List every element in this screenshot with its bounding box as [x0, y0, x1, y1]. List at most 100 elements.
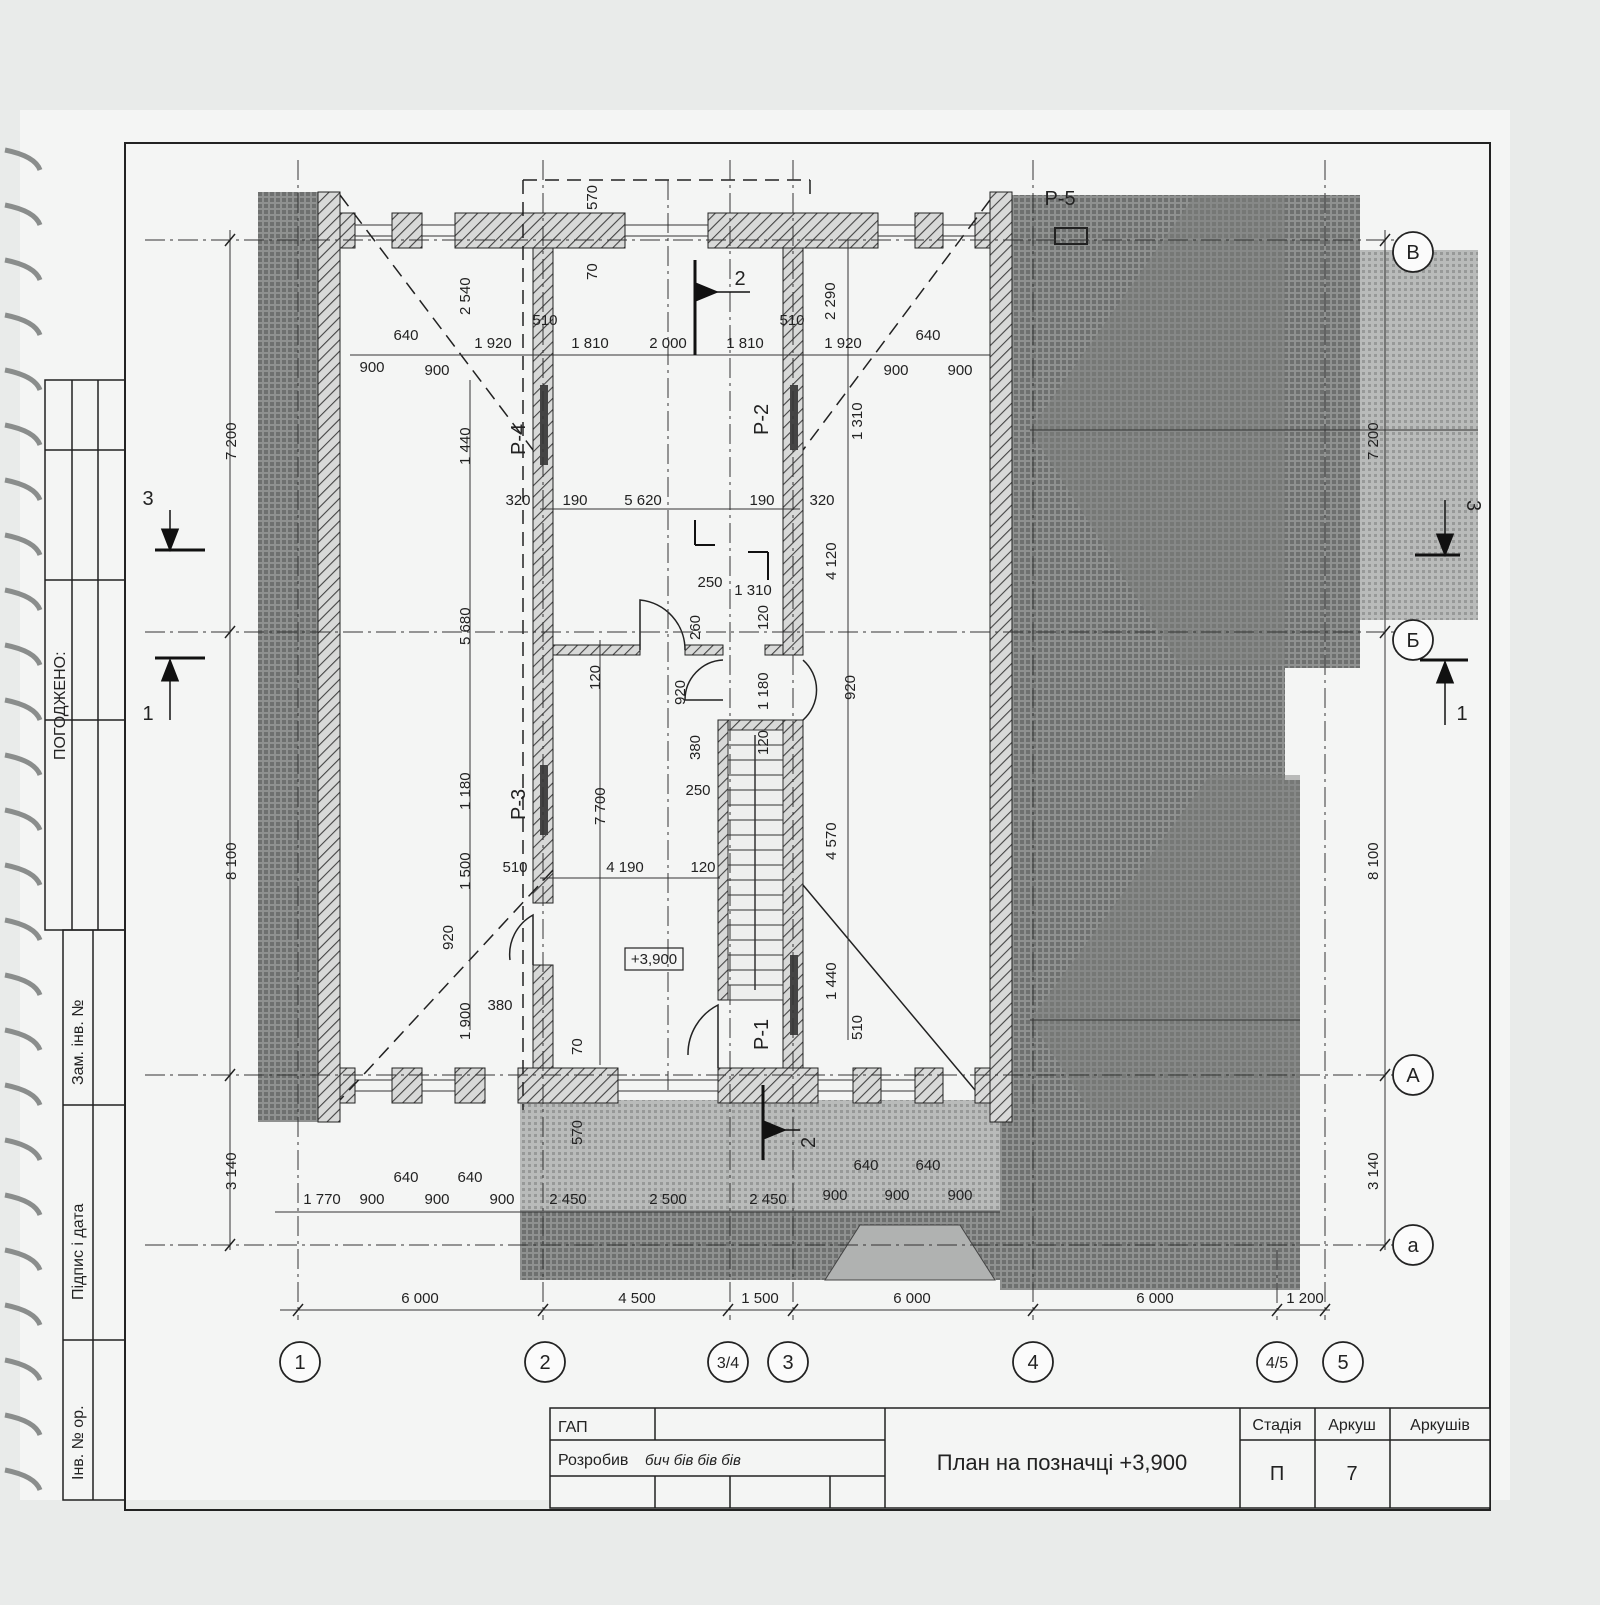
- roof-slope-lines: [339, 179, 991, 1110]
- dim-bottom-win-10: 640: [853, 1157, 878, 1174]
- dim-left-axes-1: 8 100: [223, 842, 240, 880]
- room-label-p3: Р-3: [508, 789, 530, 820]
- dim-bottom-axes-4: 6 000: [1136, 1290, 1174, 1307]
- section-label-1-right: 1: [1456, 703, 1467, 725]
- dim-inner-left-1: 5 680: [457, 607, 474, 645]
- dim-inner-right-4: 510: [849, 1015, 866, 1040]
- dim-inner-left-5: 1 900: [457, 1002, 474, 1040]
- dim-bottom-win-4: 640: [457, 1169, 482, 1186]
- title-block-sheet-value: 7: [1346, 1463, 1357, 1485]
- sheet-title: План на позначці +3,900: [937, 1450, 1188, 1475]
- dim-top-small-2: 2 540: [457, 277, 474, 315]
- left-facade-strip: [258, 192, 320, 1122]
- spiral-binding: [4, 147, 43, 1492]
- dim-inner-mid-21: 70: [569, 1038, 586, 1055]
- dim-top-win-8: 510: [779, 312, 804, 329]
- axis-label-3: 3: [782, 1352, 793, 1374]
- room-label-p2: Р-2: [751, 404, 773, 435]
- dim-left-axes-2: 3 140: [223, 1152, 240, 1190]
- dim-bottom-win-11: 900: [884, 1187, 909, 1204]
- dim-inner-mid-20: 380: [487, 997, 512, 1014]
- dim-top-small-3: 2 290: [822, 282, 839, 320]
- dim-right-axes-0: 7 200: [1365, 422, 1382, 460]
- title-block-sheet-header: Аркуш: [1328, 1417, 1376, 1434]
- dim-top-win-2: 900: [424, 362, 449, 379]
- window-glazing: [355, 224, 975, 1092]
- dim-inner-mid-6: 1 310: [734, 582, 772, 599]
- dim-bottom-win-2: 640: [393, 1169, 418, 1186]
- dim-right-axes-1: 8 100: [1365, 842, 1382, 880]
- side-stamp: [44, 379, 126, 1501]
- dimension-lines: [229, 230, 1386, 1311]
- dim-inner-mid-2: 5 620: [624, 492, 662, 509]
- dim-top-win-7: 1 810: [726, 335, 764, 352]
- dim-bottom-axes-0: 6 000: [401, 1290, 439, 1307]
- dim-inner-mid-8: 120: [755, 605, 772, 630]
- dim-inner-mid-16: 7 700: [592, 787, 609, 825]
- dim-top-win-12: 900: [947, 362, 972, 379]
- dim-bottom-axes-2: 1 500: [741, 1290, 779, 1307]
- dimension-ticks: [224, 233, 1391, 1317]
- section-label-2-top: 2: [734, 268, 745, 290]
- title-block-signatures: бич бів бів бів: [645, 1452, 741, 1469]
- stair: [727, 729, 784, 1001]
- section-marks: [155, 260, 1468, 1160]
- dim-inner-left-2: 1 180: [457, 772, 474, 810]
- dim-bottom-win-6: 2 450: [549, 1191, 587, 1208]
- side-sign-date-label: Підпис і дата: [70, 1204, 87, 1300]
- dim-inner-right-1: 4 120: [823, 542, 840, 580]
- title-block-stage-value: П: [1270, 1463, 1284, 1485]
- dim-inner-mid-10: 920: [672, 680, 689, 705]
- dim-inner-right-0: 1 310: [849, 402, 866, 440]
- title-block-developed: Розробив: [558, 1452, 628, 1469]
- dim-top-win-11: 640: [915, 327, 940, 344]
- dim-bottom-axes-3: 6 000: [893, 1290, 931, 1307]
- dim-bottom-win-9: 900: [822, 1187, 847, 1204]
- side-agreed-label: ПОГОДЖЕНО:: [52, 651, 69, 760]
- axis-label-a: а: [1407, 1235, 1419, 1257]
- side-repl-inv-label: Зам. інв. №: [70, 1000, 87, 1085]
- dim-inner-mid-14: 120: [755, 730, 772, 755]
- dim-top-win-0: 900: [359, 359, 384, 376]
- dim-inner-mid-12: 920: [842, 675, 859, 700]
- section-label-3-left: 3: [142, 488, 153, 510]
- dim-bottom-win-1: 900: [359, 1191, 384, 1208]
- axis-label-4-5: 4/5: [1266, 1355, 1288, 1372]
- dim-left-axes-0: 7 200: [223, 422, 240, 460]
- axis-label-V: В: [1406, 242, 1419, 264]
- dim-inner-mid-19: 120: [690, 859, 715, 876]
- dim-inner-mid-17: 510: [502, 859, 527, 876]
- dim-top-win-10: 900: [883, 362, 908, 379]
- dim-inner-mid-18: 4 190: [606, 859, 644, 876]
- dim-inner-mid-13: 380: [687, 735, 704, 760]
- dim-inner-mid-3: 190: [749, 492, 774, 509]
- dim-top-win-9: 1 920: [824, 335, 862, 352]
- elevation-mark-box: [624, 947, 684, 971]
- axis-label-A: А: [1406, 1065, 1420, 1087]
- room-label-p4: Р-4: [508, 424, 530, 455]
- right-wall: [989, 191, 1013, 1123]
- dim-bottom-axes-1: 4 500: [618, 1290, 656, 1307]
- dim-bottom-win-5: 900: [489, 1191, 514, 1208]
- side-inv-orig-label: Інв. № ор.: [70, 1405, 87, 1480]
- roof-area: [1000, 195, 1478, 1290]
- dim-top-win-5: 1 810: [571, 335, 609, 352]
- dim-top-win-1: 640: [393, 327, 418, 344]
- dim-right-axes-2: 3 140: [1365, 1152, 1382, 1190]
- dim-inner-right-2: 4 570: [823, 822, 840, 860]
- balcony-slab: [520, 1100, 1000, 1210]
- dim-inner-right-3: 1 440: [823, 962, 840, 1000]
- dim-top-small-0: 570: [584, 185, 601, 210]
- dim-inner-mid-4: 320: [809, 492, 834, 509]
- dim-inner-mid-22: 570: [569, 1120, 586, 1145]
- room-label-p1: Р-1: [751, 1019, 773, 1050]
- axis-label-2: 2: [539, 1352, 550, 1374]
- dim-inner-mid-0: 320: [505, 492, 530, 509]
- dim-inner-mid-5: 250: [697, 574, 722, 591]
- dim-inner-left-4: 920: [440, 925, 457, 950]
- dim-inner-mid-1: 190: [562, 492, 587, 509]
- dim-inner-mid-15: 250: [685, 782, 710, 799]
- section-label-1-left: 1: [142, 703, 153, 725]
- section-label-2-bottom: 2: [798, 1137, 820, 1148]
